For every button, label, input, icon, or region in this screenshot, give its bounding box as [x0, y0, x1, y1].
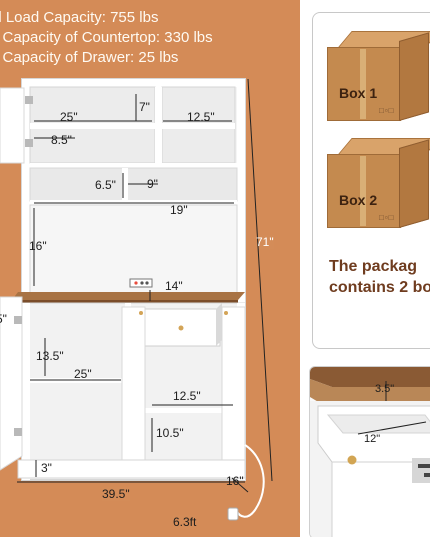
box-handling-icons: □▫□ [379, 213, 395, 222]
hutch-height-label: 16" [29, 239, 47, 253]
drawer-detail-illustration [310, 367, 430, 537]
cord-length-label: 6.3ft [173, 515, 197, 529]
capacity-line-drawer: d Capacity of Drawer: 25 lbs [0, 49, 179, 66]
upper-width-label: 25" [60, 110, 78, 124]
capacity-text-block: al Load Capacity: 755 lbs d Capacity of … [0, 8, 300, 68]
right-shelf-width-label: 12.5" [173, 389, 201, 403]
package-note: The packag contains 2 bo [329, 256, 430, 298]
counter-depth-label: 14" [165, 279, 183, 293]
base-height-label: 3" [41, 461, 52, 475]
package-box-1: Box 1 □▫□ [327, 31, 430, 131]
capacity-line-total: al Load Capacity: 755 lbs [0, 9, 159, 26]
package-info-card: Box 1 □▫□ Box 2 □▫□ The packag contains … [312, 12, 430, 349]
package-note-line-1: The packag [329, 258, 418, 275]
mid-width-label: 19" [170, 203, 188, 217]
capacity-line-countertop: d Capacity of Countertop: 330 lbs [0, 29, 213, 46]
lower-height-label: 13.5" [36, 349, 64, 363]
box-tape [360, 49, 366, 119]
overall-width-label: 39.5" [102, 487, 130, 501]
cabinet-illustration [0, 78, 273, 521]
package-note-line-2: contains 2 bo [329, 279, 430, 296]
drawer-detail-card: 3.5" 12" [309, 366, 430, 537]
box-side [399, 32, 429, 121]
box-side [399, 139, 429, 228]
mid-shelf-label: 6.5" [95, 178, 116, 192]
box-tape [360, 156, 366, 226]
box-2-label: Box 2 [339, 192, 378, 208]
upper-depth-label: 12.5" [187, 110, 215, 124]
upper-side-label: 8.5" [51, 133, 72, 147]
lower-width-label: 25" [74, 367, 92, 381]
overall-depth-label: 16" [226, 474, 244, 488]
detail-drawer-depth-label: 12" [364, 433, 381, 445]
package-box-2: Box 2 □▫□ [327, 138, 430, 238]
right-shelf-height-label: 10.5" [156, 426, 184, 440]
box-handling-icons: □▫□ [379, 106, 395, 115]
box-1-label: Box 1 [339, 85, 378, 101]
upper-height-label: 7" [139, 100, 150, 114]
left-side-label: 5" [0, 312, 7, 326]
detail-depth-small-label: 3.5" [375, 383, 395, 395]
total-height-label: 71" [256, 235, 274, 249]
mid-right-label: 9" [147, 177, 158, 191]
